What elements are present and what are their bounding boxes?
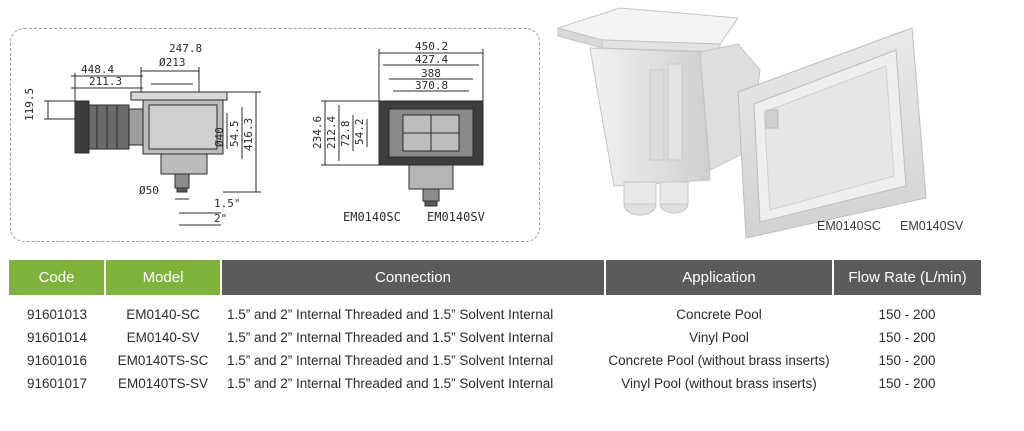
dim-54-2: 54.2 [353, 119, 366, 146]
dim-427-4: 427.4 [415, 53, 448, 66]
dim-247-8: 247.8 [169, 42, 202, 55]
drawing-caption-sv: EM0140SV [427, 210, 485, 224]
dim-370-8: 370.8 [415, 79, 448, 92]
dim-388: 388 [421, 67, 441, 80]
dim-448-4: 448.4 [81, 63, 114, 76]
cell-flow-rate: 150 - 200 [878, 353, 936, 368]
cell-model: EM0140-SV [126, 330, 200, 345]
dim-119-5: 119.5 [23, 88, 36, 121]
table-row: 91601017 EM0140TS-SV 1.5” and 2” Interna… [9, 372, 981, 395]
photo-caption-sv: EM0140SV [900, 219, 964, 233]
dim-1-5-inch: 1.5" [214, 197, 241, 210]
technical-drawing-panel: 247.8 Ø213 448.4 211.3 119.5 Ø40 54.5 41… [10, 28, 540, 242]
technical-drawing-svg: 247.8 Ø213 448.4 211.3 119.5 Ø40 54.5 41… [23, 40, 484, 226]
dim-dia-50: Ø50 [139, 184, 159, 197]
drawing-caption-sc: EM0140SC [343, 210, 401, 224]
cell-flow-rate: 150 - 200 [878, 376, 936, 391]
cell-application: Vinyl Pool [689, 330, 749, 345]
cell-code: 91601017 [26, 376, 88, 391]
dim-dia-213: Ø213 [159, 56, 186, 69]
cell-flow-rate: 150 - 200 [878, 330, 936, 345]
cell-model: EM0140-SC [126, 307, 200, 322]
cell-code: 91601013 [26, 307, 88, 322]
skimmer-illustration [556, 7, 927, 239]
header-model: Model [104, 260, 221, 295]
spec-table: Code Model Connection Application Flow R… [9, 260, 981, 395]
table-header-row: Code Model Connection Application Flow R… [9, 260, 981, 295]
table-row: 91601016 EM0140TS-SC 1.5” and 2” Interna… [9, 349, 981, 372]
cell-connection: 1.5” and 2” Internal Threaded and 1.5” S… [227, 353, 554, 368]
dim-54-5: 54.5 [228, 121, 241, 148]
header-application: Application [604, 260, 833, 295]
side-view-dimensions: 247.8 Ø213 448.4 211.3 119.5 Ø40 54.5 41… [23, 42, 255, 225]
cell-connection: 1.5” and 2” Internal Threaded and 1.5” S… [227, 376, 554, 391]
side-view-drawing [44, 67, 261, 226]
product-photo: EM0140SC EM0140SV [550, 0, 990, 250]
cell-code: 91601014 [26, 330, 88, 345]
cell-connection: 1.5” and 2” Internal Threaded and 1.5” S… [227, 330, 554, 345]
cell-application: Concrete Pool (without brass inserts) [608, 353, 830, 368]
photo-caption-sc: EM0140SC [817, 219, 881, 233]
front-view-drawing [321, 49, 484, 207]
cell-model: EM0140TS-SV [117, 376, 209, 391]
dim-234-6: 234.6 [311, 116, 324, 149]
dim-dia-40: Ø40 [213, 127, 226, 147]
cell-application: Vinyl Pool (without brass inserts) [621, 376, 817, 391]
table-row: 91601014 EM0140-SV 1.5” and 2” Internal … [9, 326, 981, 349]
cell-application: Concrete Pool [676, 307, 762, 322]
header-code: Code [9, 260, 105, 295]
cell-model: EM0140TS-SC [117, 353, 209, 368]
dim-2-inch: 2" [214, 212, 227, 225]
header-flow-rate: Flow Rate (L/min) [832, 260, 981, 295]
cell-flow-rate: 150 - 200 [878, 307, 936, 322]
dim-450-2: 450.2 [415, 40, 448, 53]
header-connection: Connection [220, 260, 605, 295]
cell-connection: 1.5” and 2” Internal Threaded and 1.5” S… [227, 307, 554, 322]
dim-212-4: 212.4 [325, 116, 338, 149]
table-row: 91601013 EM0140-SC 1.5” and 2” Internal … [9, 303, 981, 326]
dim-416-3: 416.3 [242, 118, 255, 151]
front-view-dimensions: 450.2 427.4 388 370.8 234.6 212.4 72.8 5… [311, 40, 448, 149]
dim-211-3: 211.3 [89, 75, 122, 88]
dim-72-8: 72.8 [339, 121, 352, 148]
cell-code: 91601016 [26, 353, 88, 368]
